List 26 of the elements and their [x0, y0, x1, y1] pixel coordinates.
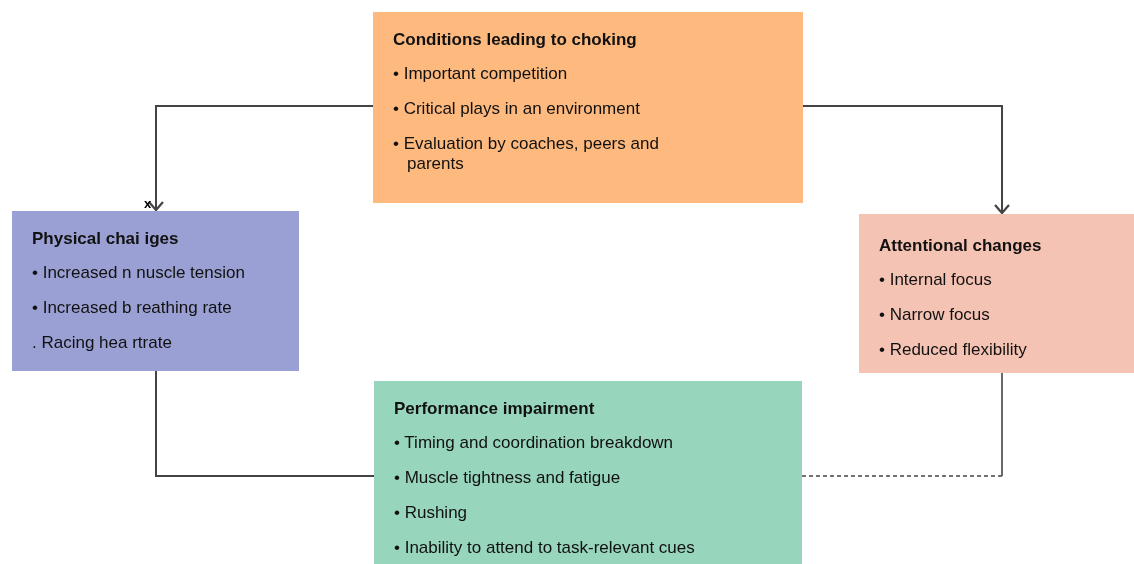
list-item: • Internal focus — [879, 270, 992, 290]
connector-line — [155, 370, 375, 477]
stray-mark: x — [144, 196, 152, 211]
text-box — [12, 211, 299, 371]
connector-line — [801, 372, 1003, 477]
list-item: • Muscle tightness and fatigue — [394, 468, 621, 488]
list-item: • Narrow focus — [879, 305, 990, 325]
list-item: • Rushing — [394, 503, 468, 523]
list-item: • Increased n nuscle tension — [32, 263, 245, 283]
text-box — [374, 381, 802, 564]
list-item: . Racing hea rtrate — [32, 333, 172, 353]
list-item: • Important competition — [393, 64, 568, 84]
list-item: • Critical plays in an environment — [393, 99, 640, 119]
box-heading: Attentional changes — [879, 236, 1042, 256]
list-item: • Reduced flexibility — [879, 340, 1027, 360]
list-item: • Inability to attend to task-relevant cues — [394, 538, 695, 558]
box-heading: Physical chai iges — [32, 229, 179, 249]
arrow — [802, 105, 1011, 215]
arrow — [147, 105, 374, 212]
list-item: • Increased b reathing rate — [32, 298, 232, 318]
text-box — [373, 12, 803, 203]
list-item: • Evaluation by coaches, peers and parents — [393, 134, 660, 174]
list-item: • Timing and coordination breakdown — [394, 433, 674, 453]
box-heading: Conditions leading to choking — [393, 30, 637, 50]
box-heading: Performance impairment — [394, 399, 595, 419]
text-box — [859, 214, 1134, 373]
